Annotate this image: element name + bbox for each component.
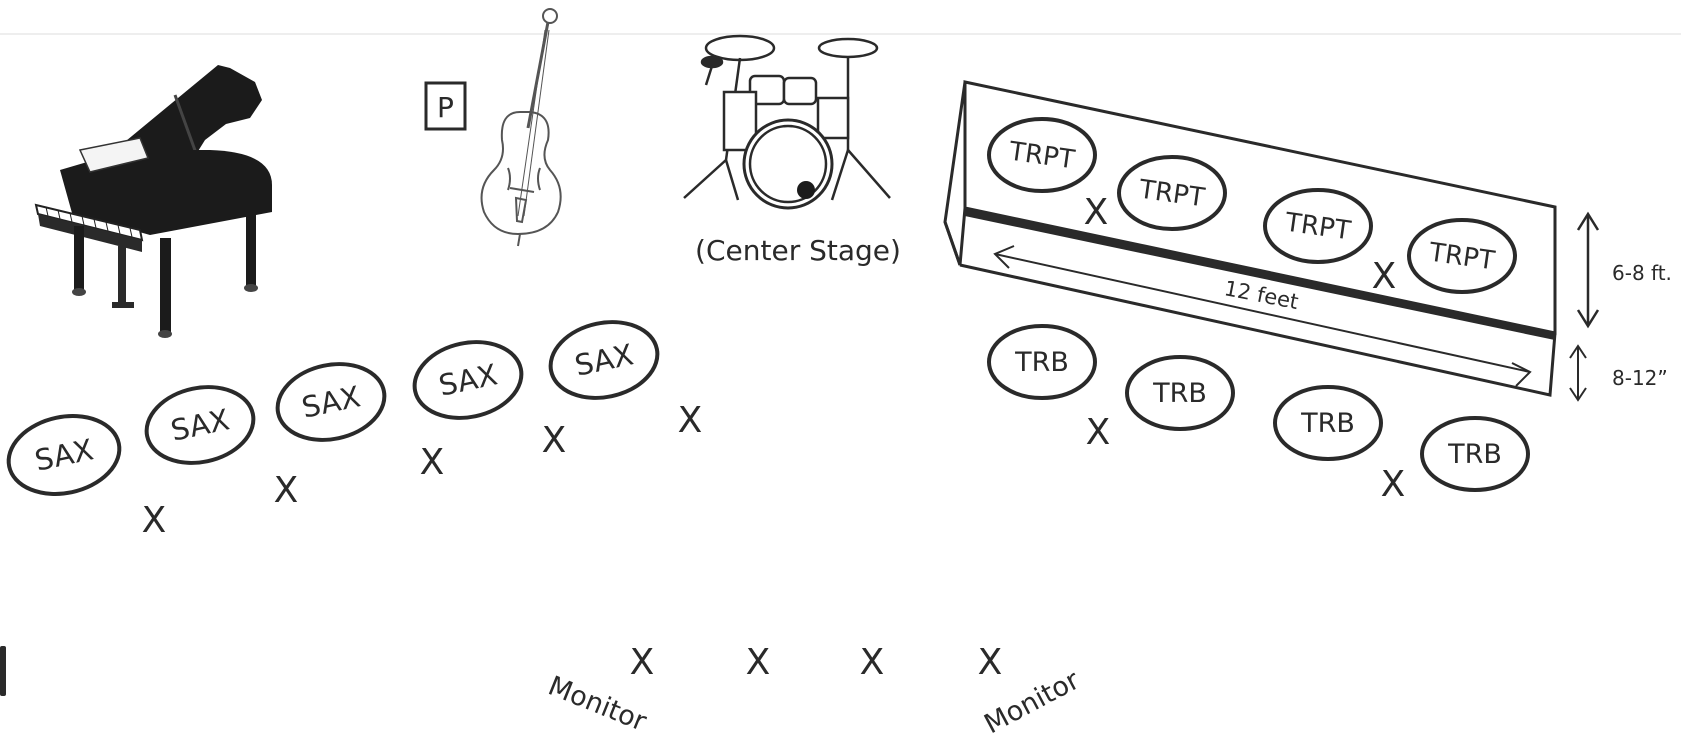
- mic-mark: X: [678, 400, 703, 441]
- riser-platform: [943, 80, 1557, 397]
- grand-piano-icon: [34, 65, 272, 338]
- mic-mark: X: [630, 642, 655, 683]
- mic-mark: X: [746, 642, 771, 683]
- center-stage-label: (Center Stage): [695, 234, 901, 267]
- seat-trombone-label: TRB: [1152, 378, 1207, 409]
- riser-height-label: 6-8 ft.: [1612, 261, 1672, 285]
- mic-mark: X: [142, 500, 167, 541]
- seat-trombone: TRB: [987, 324, 1097, 400]
- seat-trombone-label: TRB: [1014, 347, 1069, 378]
- mic-mark: X: [1381, 464, 1406, 505]
- seat-trombone-label: TRB: [1300, 408, 1355, 439]
- seat-trumpet: TRPT: [1407, 218, 1517, 294]
- seat-sax: SAX: [412, 340, 524, 420]
- edge-artifact: [0, 646, 6, 696]
- riser-length-arrow: [993, 245, 1532, 387]
- seat-trumpet: TRPT: [1117, 155, 1227, 231]
- mic-mark: X: [420, 442, 445, 483]
- seat-sax: SAX: [144, 385, 256, 465]
- seat-sax: SAX: [275, 362, 387, 442]
- seat-trumpet: TRPT: [1263, 188, 1373, 264]
- step-height-label: 8-12”: [1612, 366, 1668, 390]
- riser-height-arrow: [1576, 211, 1600, 329]
- mic-mark: X: [860, 642, 885, 683]
- seat-trombone-label: TRB: [1447, 439, 1502, 470]
- seat-trombone: TRB: [1125, 355, 1235, 431]
- seat-sax: SAX: [6, 414, 122, 496]
- mic-mark: X: [1372, 256, 1397, 297]
- mic-mark: X: [1086, 412, 1111, 453]
- seat-trumpet: TRPT: [987, 117, 1097, 193]
- seat-trombone: TRB: [1420, 416, 1530, 492]
- upright-bass-icon: [480, 8, 562, 247]
- mic-mark: X: [542, 420, 567, 461]
- power-outlet-box: P: [424, 81, 467, 131]
- power-label: P: [437, 91, 454, 124]
- mic-mark: X: [274, 470, 299, 511]
- mic-mark: X: [978, 642, 1003, 683]
- step-height-arrow: [1569, 344, 1587, 402]
- mic-mark: X: [1084, 192, 1109, 233]
- drum-kit-icon: [683, 34, 891, 210]
- seat-trombone: TRB: [1273, 385, 1383, 461]
- seat-sax: SAX: [548, 320, 660, 400]
